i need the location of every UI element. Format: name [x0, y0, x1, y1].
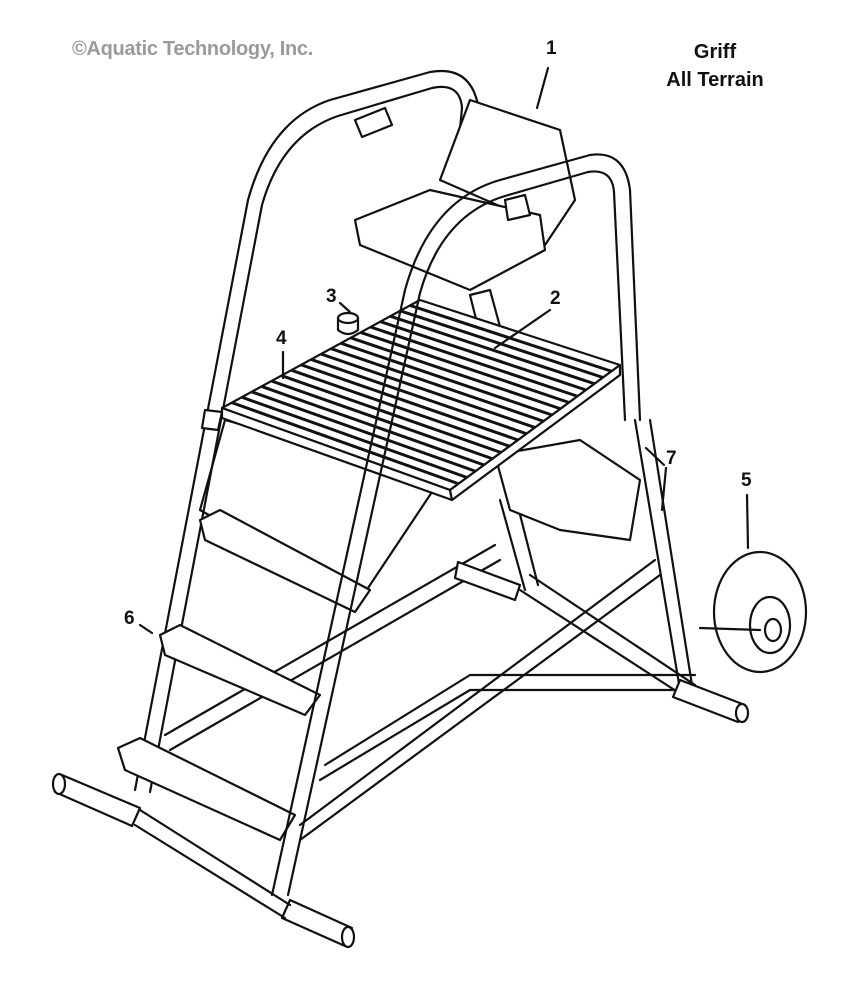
grating-slat [231, 401, 460, 486]
grating-slat [360, 330, 570, 404]
front-feet [51, 772, 356, 949]
callout-4: 4 [276, 328, 287, 349]
copyright-text: ©Aquatic Technology, Inc. [72, 38, 313, 60]
platform [220, 298, 622, 502]
steps [116, 508, 372, 842]
title-line-1: Griff [693, 41, 737, 63]
grating-slat [389, 314, 595, 386]
callout-2: 2 [550, 288, 561, 309]
grating-slat [271, 379, 493, 461]
grating-slat [320, 352, 536, 429]
diagram-title: Griff All Terrain [640, 38, 790, 94]
grating-slat [280, 374, 502, 454]
grating-slat [340, 341, 553, 417]
rear-step [493, 438, 642, 542]
leader-lines [138, 66, 750, 635]
grating-slat [350, 336, 561, 411]
grating-slat [330, 347, 544, 423]
right-rail [270, 153, 642, 897]
grating-slat [300, 363, 519, 442]
rear-feet [453, 560, 750, 724]
callout-5: 5 [741, 470, 752, 491]
grating-slat [310, 357, 527, 436]
cup-holder [336, 311, 360, 336]
callout-1: 1 [546, 38, 557, 59]
grating-slat [241, 395, 468, 479]
title-line-2: All Terrain [666, 69, 764, 91]
grating-slat [290, 368, 510, 448]
rear-frame [163, 418, 702, 842]
callout-6: 6 [124, 608, 135, 629]
grating-slat [370, 325, 578, 398]
callout-3: 3 [326, 286, 337, 307]
left-rail [133, 69, 480, 794]
wheel [698, 550, 808, 674]
grating-slat [379, 320, 587, 392]
grating-slat [261, 384, 485, 467]
callout-7: 7 [666, 448, 677, 469]
grating-slat [251, 390, 477, 473]
